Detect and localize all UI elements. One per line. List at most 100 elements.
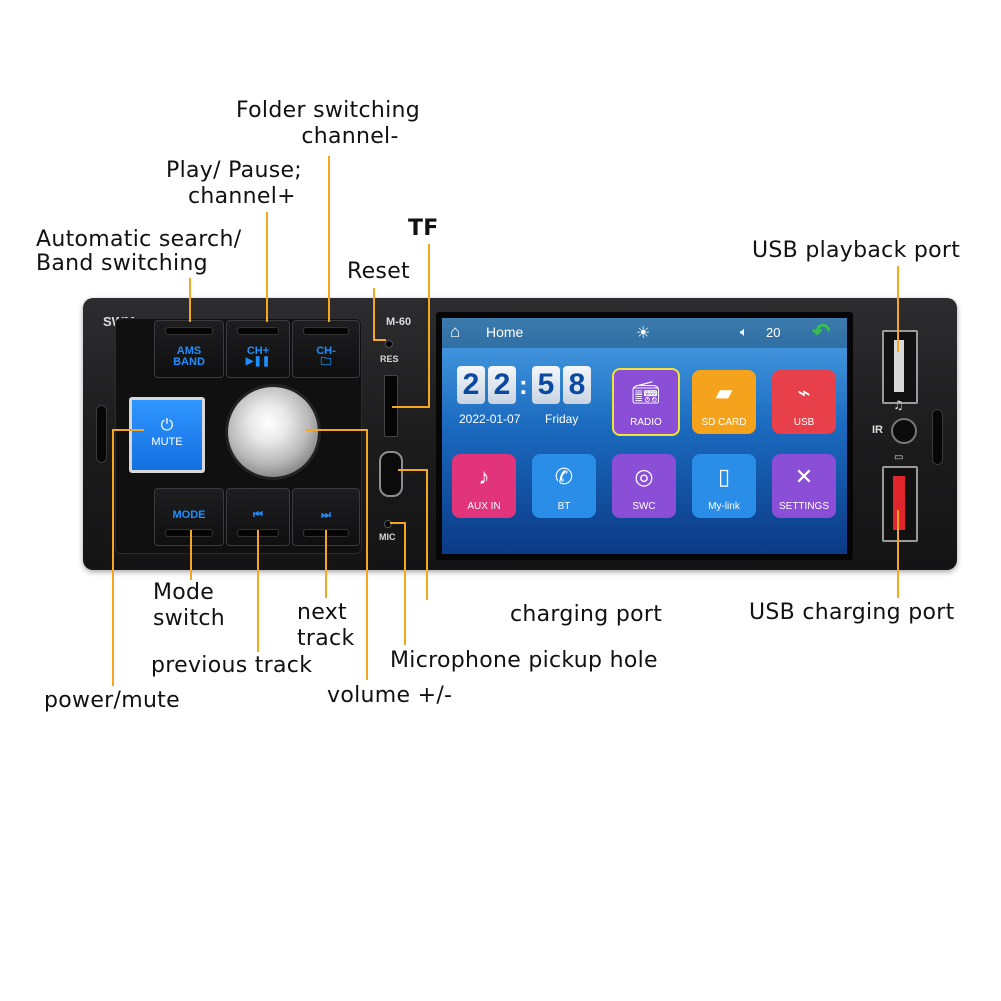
- radio-icon: 📻︎: [632, 380, 660, 405]
- ams-band-button[interactable]: AMS BAND: [154, 320, 224, 378]
- volume-callout: volume +/-: [327, 683, 453, 708]
- back-arrow-icon[interactable]: ↶: [812, 319, 831, 344]
- play-pause-callout: Play/ Pause; channel+: [166, 158, 302, 210]
- home-label: Home: [486, 324, 524, 340]
- usb-c-charging-port[interactable]: [379, 451, 403, 497]
- auto-search-callout: Automatic search/ Band switching: [36, 228, 241, 276]
- mic-hole-callout: Microphone pickup hole: [390, 648, 658, 673]
- ir-aux-jack[interactable]: [891, 418, 917, 444]
- clock-hour-ones: 2: [488, 366, 516, 404]
- ch-minus-label: CH-: [316, 345, 336, 357]
- tile-usb[interactable]: ⌁ USB: [772, 370, 836, 434]
- clock-minute-ones: 8: [563, 366, 591, 404]
- leader-reset-horizontal: [373, 339, 386, 341]
- leader-charging-port-horizontal: [398, 469, 428, 471]
- mode-switch-callout: Mode switch: [153, 580, 225, 632]
- leader-charging-port: [426, 470, 428, 600]
- leader-volume: [366, 430, 368, 680]
- clock-day: Friday: [545, 412, 579, 426]
- clock-colon: :: [519, 370, 528, 400]
- tile-bt[interactable]: ✆ BT: [532, 454, 596, 518]
- band-label: BAND: [173, 356, 205, 368]
- model-label: M-60: [386, 316, 412, 328]
- reset-callout: Reset: [347, 259, 410, 284]
- steering-wheel-icon: ◎: [634, 464, 654, 489]
- volume-knob[interactable]: [228, 387, 318, 477]
- status-bar: ⌂ Home ☀ 🔈︎ 20 ↶: [442, 318, 847, 348]
- tile-sd-card-label: SD CARD: [701, 417, 747, 428]
- leader-power-mute: [112, 430, 114, 686]
- left-release-slot: [96, 405, 107, 463]
- power-mute-callout: power/mute: [44, 688, 180, 713]
- folder-switching-callout: Folder switching channel-: [236, 98, 420, 150]
- clock-date: 2022-01-07: [459, 412, 521, 426]
- play-pause-icon: ▶❚❚: [245, 356, 271, 367]
- tile-swc[interactable]: ◎ SWC: [612, 454, 676, 518]
- res-label: RES: [380, 354, 399, 364]
- brightness-icon[interactable]: ☀: [636, 325, 651, 342]
- reset-hole[interactable]: [385, 340, 393, 348]
- mute-label: MUTE: [151, 436, 183, 448]
- leader-next-track: [325, 530, 327, 598]
- leader-mic-horizontal: [390, 522, 406, 524]
- leader-mic: [404, 523, 406, 645]
- usb-icon: ⌁: [797, 380, 811, 405]
- tile-swc-label: SWC: [632, 501, 656, 512]
- clock-hour-tens: 2: [457, 366, 485, 404]
- tile-settings-label: SETTINGS: [778, 501, 829, 512]
- home-icon[interactable]: ⌂: [450, 322, 461, 341]
- tf-callout: TF: [408, 216, 439, 241]
- ch-plus-label: CH+: [246, 345, 270, 357]
- tile-radio-label: RADIO: [630, 417, 662, 428]
- settings-icon: ✕: [794, 464, 814, 489]
- mode-button[interactable]: MODE: [154, 488, 224, 546]
- leader-usb-playback: [897, 266, 899, 352]
- ch-minus-folder-button[interactable]: CH- 🗀: [292, 320, 360, 378]
- next-track-icon: ⏭: [321, 509, 331, 521]
- clock-widget: 2 2 : 5 8 2022-01-07 Friday: [457, 366, 592, 434]
- folder-icon: 🗀: [320, 356, 332, 368]
- touch-screen[interactable]: ⌂ Home ☀ 🔈︎ 20 ↶ 2 2 : 5 8 2022-01-07 Fr…: [442, 318, 847, 554]
- leader-usb-charging: [897, 510, 899, 598]
- volume-icon: 🔈︎: [740, 324, 748, 339]
- tile-my-link[interactable]: ▯ My-link: [692, 454, 756, 518]
- leader-tf-vertical: [428, 244, 430, 407]
- leader-mode: [190, 530, 192, 580]
- leader-play-pause: [266, 212, 268, 322]
- aux-icon: ♪: [478, 464, 490, 489]
- tile-aux-in-label: AUX IN: [467, 501, 501, 512]
- ch-plus-play-pause-button[interactable]: CH+ ▶❚❚: [226, 320, 290, 378]
- tile-radio[interactable]: 📻︎ RADIO: [612, 368, 680, 436]
- folder-switching-line2: channel-: [301, 124, 399, 149]
- usb-charging-callout: USB charging port: [749, 600, 955, 625]
- charging-port-callout: charging port: [510, 602, 663, 627]
- leader-power-mute-horizontal: [112, 429, 144, 431]
- mic-label: MIC: [379, 532, 396, 542]
- previous-track-icon: ⏮: [253, 509, 263, 521]
- next-track-line1: next: [297, 600, 347, 625]
- play-pause-line1: Play/ Pause;: [166, 158, 302, 183]
- usb-charging-port[interactable]: [882, 466, 918, 542]
- tile-settings[interactable]: ✕ SETTINGS: [772, 454, 836, 518]
- mic-hole: [384, 520, 392, 528]
- right-release-slot: [932, 409, 943, 465]
- mode-switch-line2: switch: [153, 606, 226, 631]
- play-pause-line2: channel+: [188, 184, 296, 209]
- folder-switching-line1: Folder switching: [236, 98, 421, 123]
- mirror-link-icon: ▯: [717, 464, 731, 489]
- usb-playback-callout: USB playback port: [752, 238, 961, 263]
- leader-folder-switching: [328, 156, 330, 322]
- usb-playback-port[interactable]: [882, 330, 918, 404]
- volume-level: 20: [766, 325, 781, 340]
- music-note-icon: ♫: [893, 398, 904, 412]
- power-mute-button[interactable]: ⏻ MUTE: [129, 397, 205, 473]
- tile-aux-in[interactable]: ♪ AUX IN: [452, 454, 516, 518]
- tile-usb-label: USB: [793, 417, 815, 428]
- ir-label-icon: IR: [872, 424, 883, 436]
- sd-card-icon: ▰: [715, 380, 733, 405]
- tile-my-link-label: My-link: [708, 501, 740, 512]
- tile-sd-card[interactable]: ▰ SD CARD: [692, 370, 756, 434]
- battery-icon: ▭: [894, 452, 904, 463]
- leader-volume-horizontal: [306, 429, 368, 431]
- leader-previous-track: [257, 530, 259, 652]
